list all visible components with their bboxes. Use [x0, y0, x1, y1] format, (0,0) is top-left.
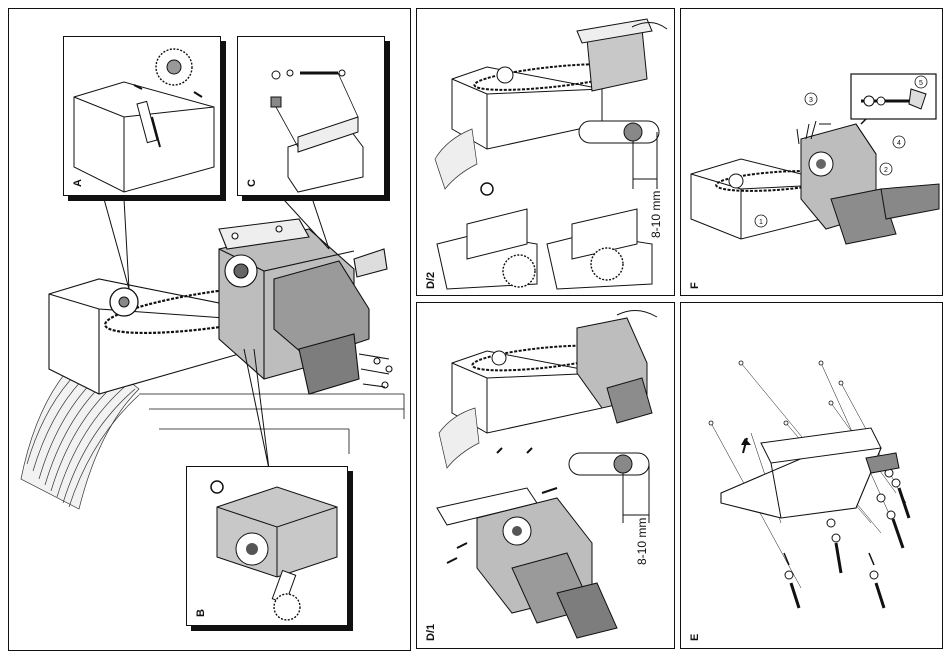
detail-c-drawing [238, 37, 384, 195]
detail-b-label: B [195, 609, 207, 617]
shaft-box [49, 279, 239, 394]
f-callout-3: 3 [809, 97, 813, 104]
detail-b-drawing [187, 467, 347, 625]
panel-e: E [680, 302, 943, 649]
panel-d1-drawing [417, 303, 675, 649]
detail-a-drawing [64, 37, 220, 195]
panel-d1: 8-10 mm D/1 [416, 302, 675, 649]
gauge-capsule-d1 [569, 453, 649, 475]
panel-e-drawing [681, 303, 943, 649]
detail-b-callout: B [186, 466, 348, 626]
detail-a-callout: A [63, 36, 221, 196]
f-callout-1: 1 [759, 219, 763, 226]
gauge-capsule [579, 121, 659, 143]
detail-c-label: C [246, 179, 258, 187]
panel-f: 1 2 3 4 5 F [680, 8, 943, 296]
panel-d2-label: D/2 [425, 272, 437, 289]
detail-a-label: A [72, 179, 84, 187]
panel-f-label: F [689, 282, 701, 289]
panel-e-label: E [689, 634, 701, 641]
detail-c-callout: C [237, 36, 385, 196]
motor-unit [219, 219, 392, 394]
panel-f-drawing: 1 2 3 4 5 [681, 9, 943, 296]
d1-measurement: 8-10 mm [635, 518, 649, 565]
d2-measurement: 8-10 mm [649, 191, 663, 238]
panel-d1-label: D/1 [425, 624, 437, 641]
main-assembly-panel: A C B [8, 8, 411, 651]
f-callout-4: 4 [897, 140, 901, 147]
f-callout-2: 2 [884, 167, 888, 174]
panel-d2-drawing [417, 9, 675, 296]
panel-d2: 8-10 mm D/2 [416, 8, 675, 296]
f-callout-5: 5 [919, 80, 923, 87]
